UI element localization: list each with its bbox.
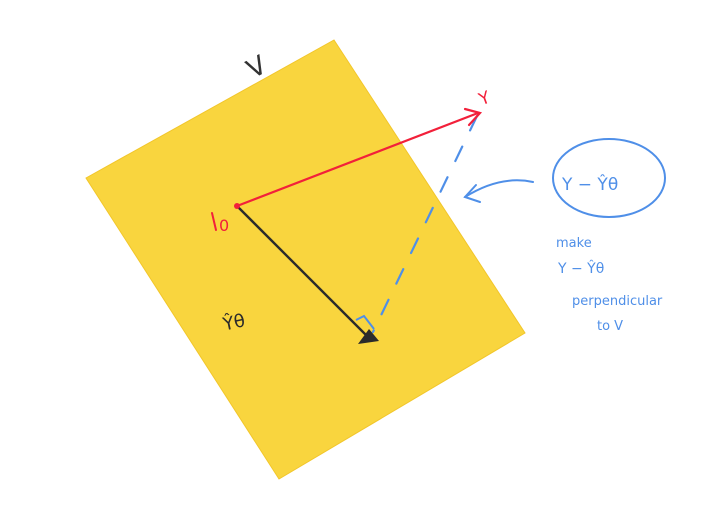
origin-dot [234, 203, 240, 209]
bubble-pointer-arrowhead [463, 184, 481, 203]
residual-bubble [552, 138, 666, 218]
projection-label: Ŷθ [220, 309, 247, 335]
projection-vector [235, 204, 373, 342]
note-line-2: Y − Ŷθ [557, 259, 604, 277]
residual-dashed-line [371, 114, 479, 334]
note-line-4: to V [597, 319, 623, 334]
bubble-pointer-arrow [464, 179, 534, 198]
vector-y [235, 111, 480, 208]
plane-v [85, 39, 526, 480]
note-line-3: perpendicular [572, 294, 663, 309]
vector-y-arrowhead [463, 107, 483, 127]
origin-label: 0 [219, 216, 229, 235]
vector-y-label: Y [475, 88, 493, 111]
note-line-1: make [556, 236, 592, 251]
projection-arrowhead [358, 329, 379, 344]
origin-bar [211, 212, 217, 231]
residual-bubble-text: Y − Ŷθ [561, 173, 618, 195]
right-angle-marker [355, 314, 375, 330]
